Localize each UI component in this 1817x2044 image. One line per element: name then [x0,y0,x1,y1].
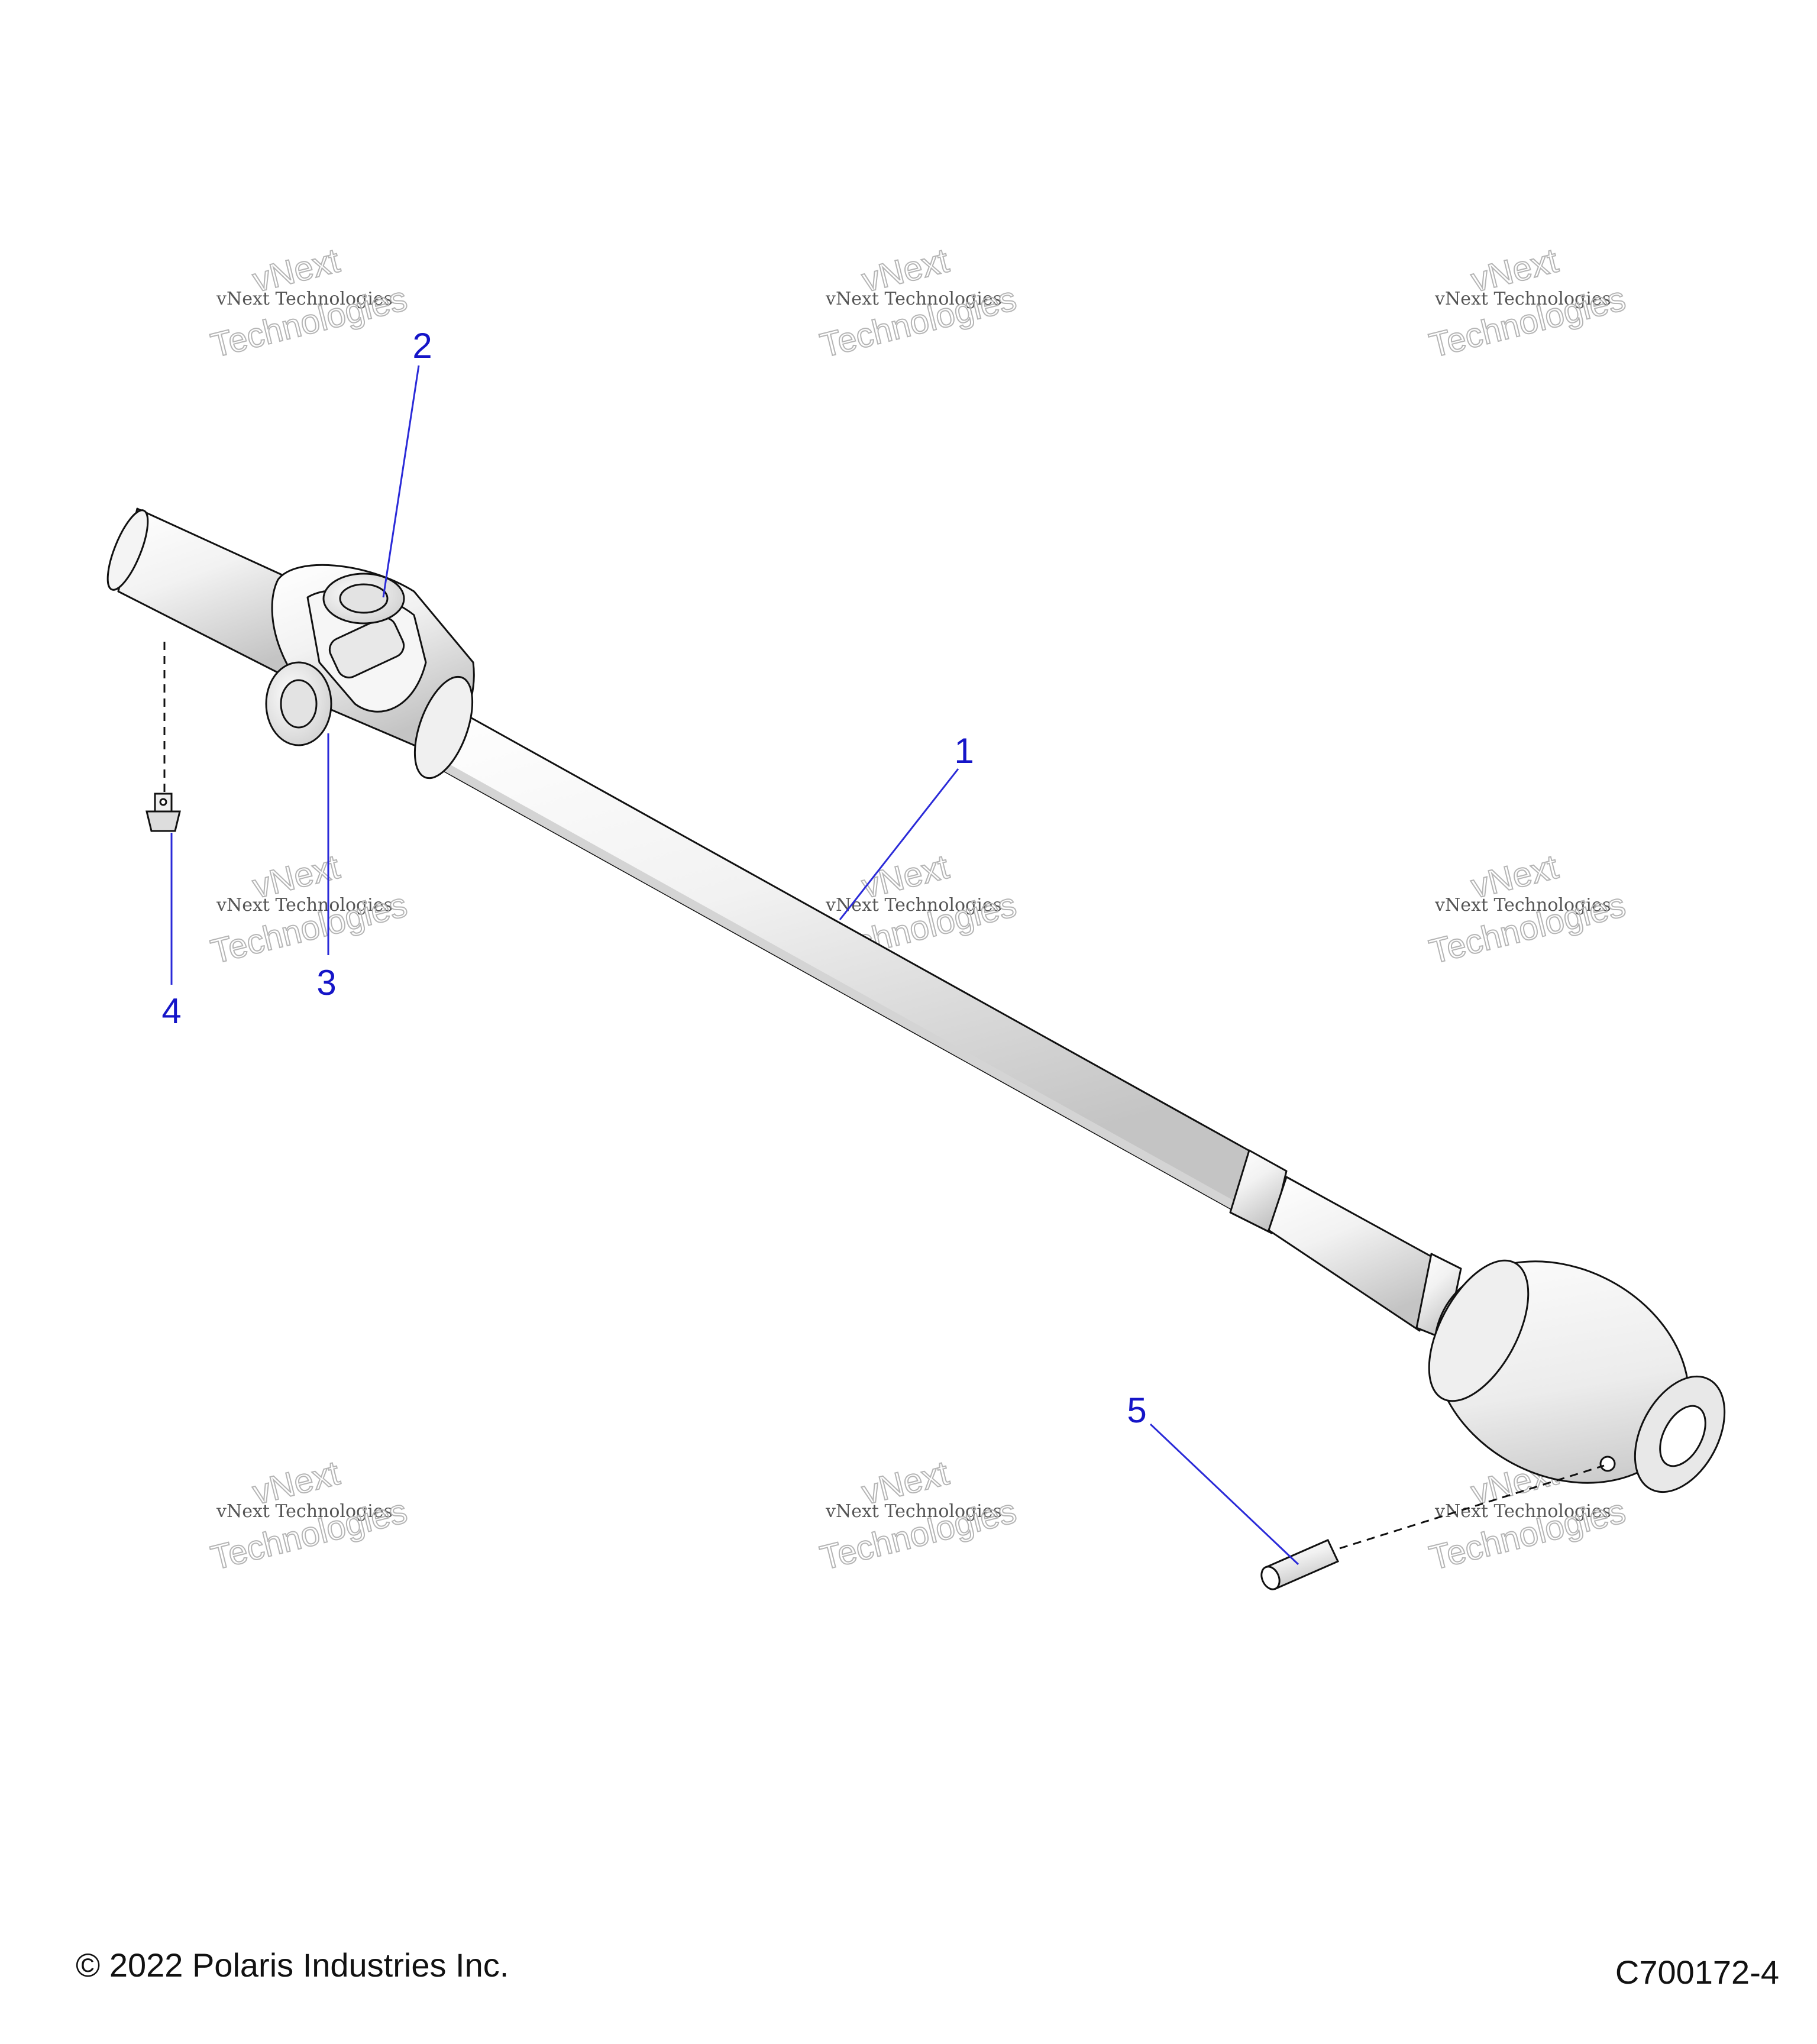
watermark-middle: vNext Technologies [216,895,393,916]
bearing-cap-side-inner [280,679,318,729]
yoke-stub-end [106,509,149,591]
drive-shaft-assembly [106,507,1726,1493]
pin-hole [1599,1456,1616,1472]
watermark: vNext vNext Technologies Technologies [206,847,411,972]
callout-3: 3 [316,963,336,1002]
callout-5: 5 [1127,1390,1146,1430]
watermark-middle: vNext Technologies [1434,1501,1611,1522]
watermark-middle: vNext Technologies [825,1501,1002,1522]
leader-line-2 [382,365,420,598]
watermark-middle: vNext Technologies [825,289,1002,309]
roll-pin-dashed-line [1339,1464,1605,1550]
grease-fitting [146,793,181,832]
tube-flange [413,675,474,780]
copyright-text: © 2022 Polaris Industries Inc. [76,1946,509,1984]
slip-section [1268,1176,1438,1332]
bearing-cap-top-inner [339,583,389,614]
roll-pin [1260,1539,1340,1590]
shaft-tube [423,700,1255,1214]
callout-2: 2 [412,326,432,366]
drawing-id: C700172-4 [1615,1954,1779,1991]
watermark: vNext vNext Technologies Technologies [816,1453,1020,1578]
watermark-middle: vNext Technologies [216,1501,393,1522]
watermark-middle: vNext Technologies [1434,895,1611,916]
watermark: vNext vNext Technologies Technologies [206,1453,411,1578]
watermark-middle: vNext Technologies [825,895,1002,916]
cross-journal [328,617,405,678]
watermark: vNext vNext Technologies Technologies [1425,241,1630,366]
shaft-tube-shadow [424,751,1239,1212]
leader-lines [170,365,1299,1566]
callouts: 1 2 3 4 5 [161,326,1146,1430]
cv-boot-rim [1428,1259,1530,1402]
watermark: vNext vNext Technologies Technologies [206,241,411,366]
leader-line-5 [1149,1423,1299,1566]
callout-1: 1 [954,731,974,771]
watermark-middle: vNext Technologies [216,289,393,309]
callout-4: 4 [161,991,181,1031]
watermark: vNext vNext Technologies Technologies [1425,847,1630,972]
watermark: vNext vNext Technologies Technologies [816,241,1020,366]
watermark-middle: vNext Technologies [1434,289,1611,309]
leader-line-1 [839,768,959,920]
splined-bore [1659,1405,1706,1467]
